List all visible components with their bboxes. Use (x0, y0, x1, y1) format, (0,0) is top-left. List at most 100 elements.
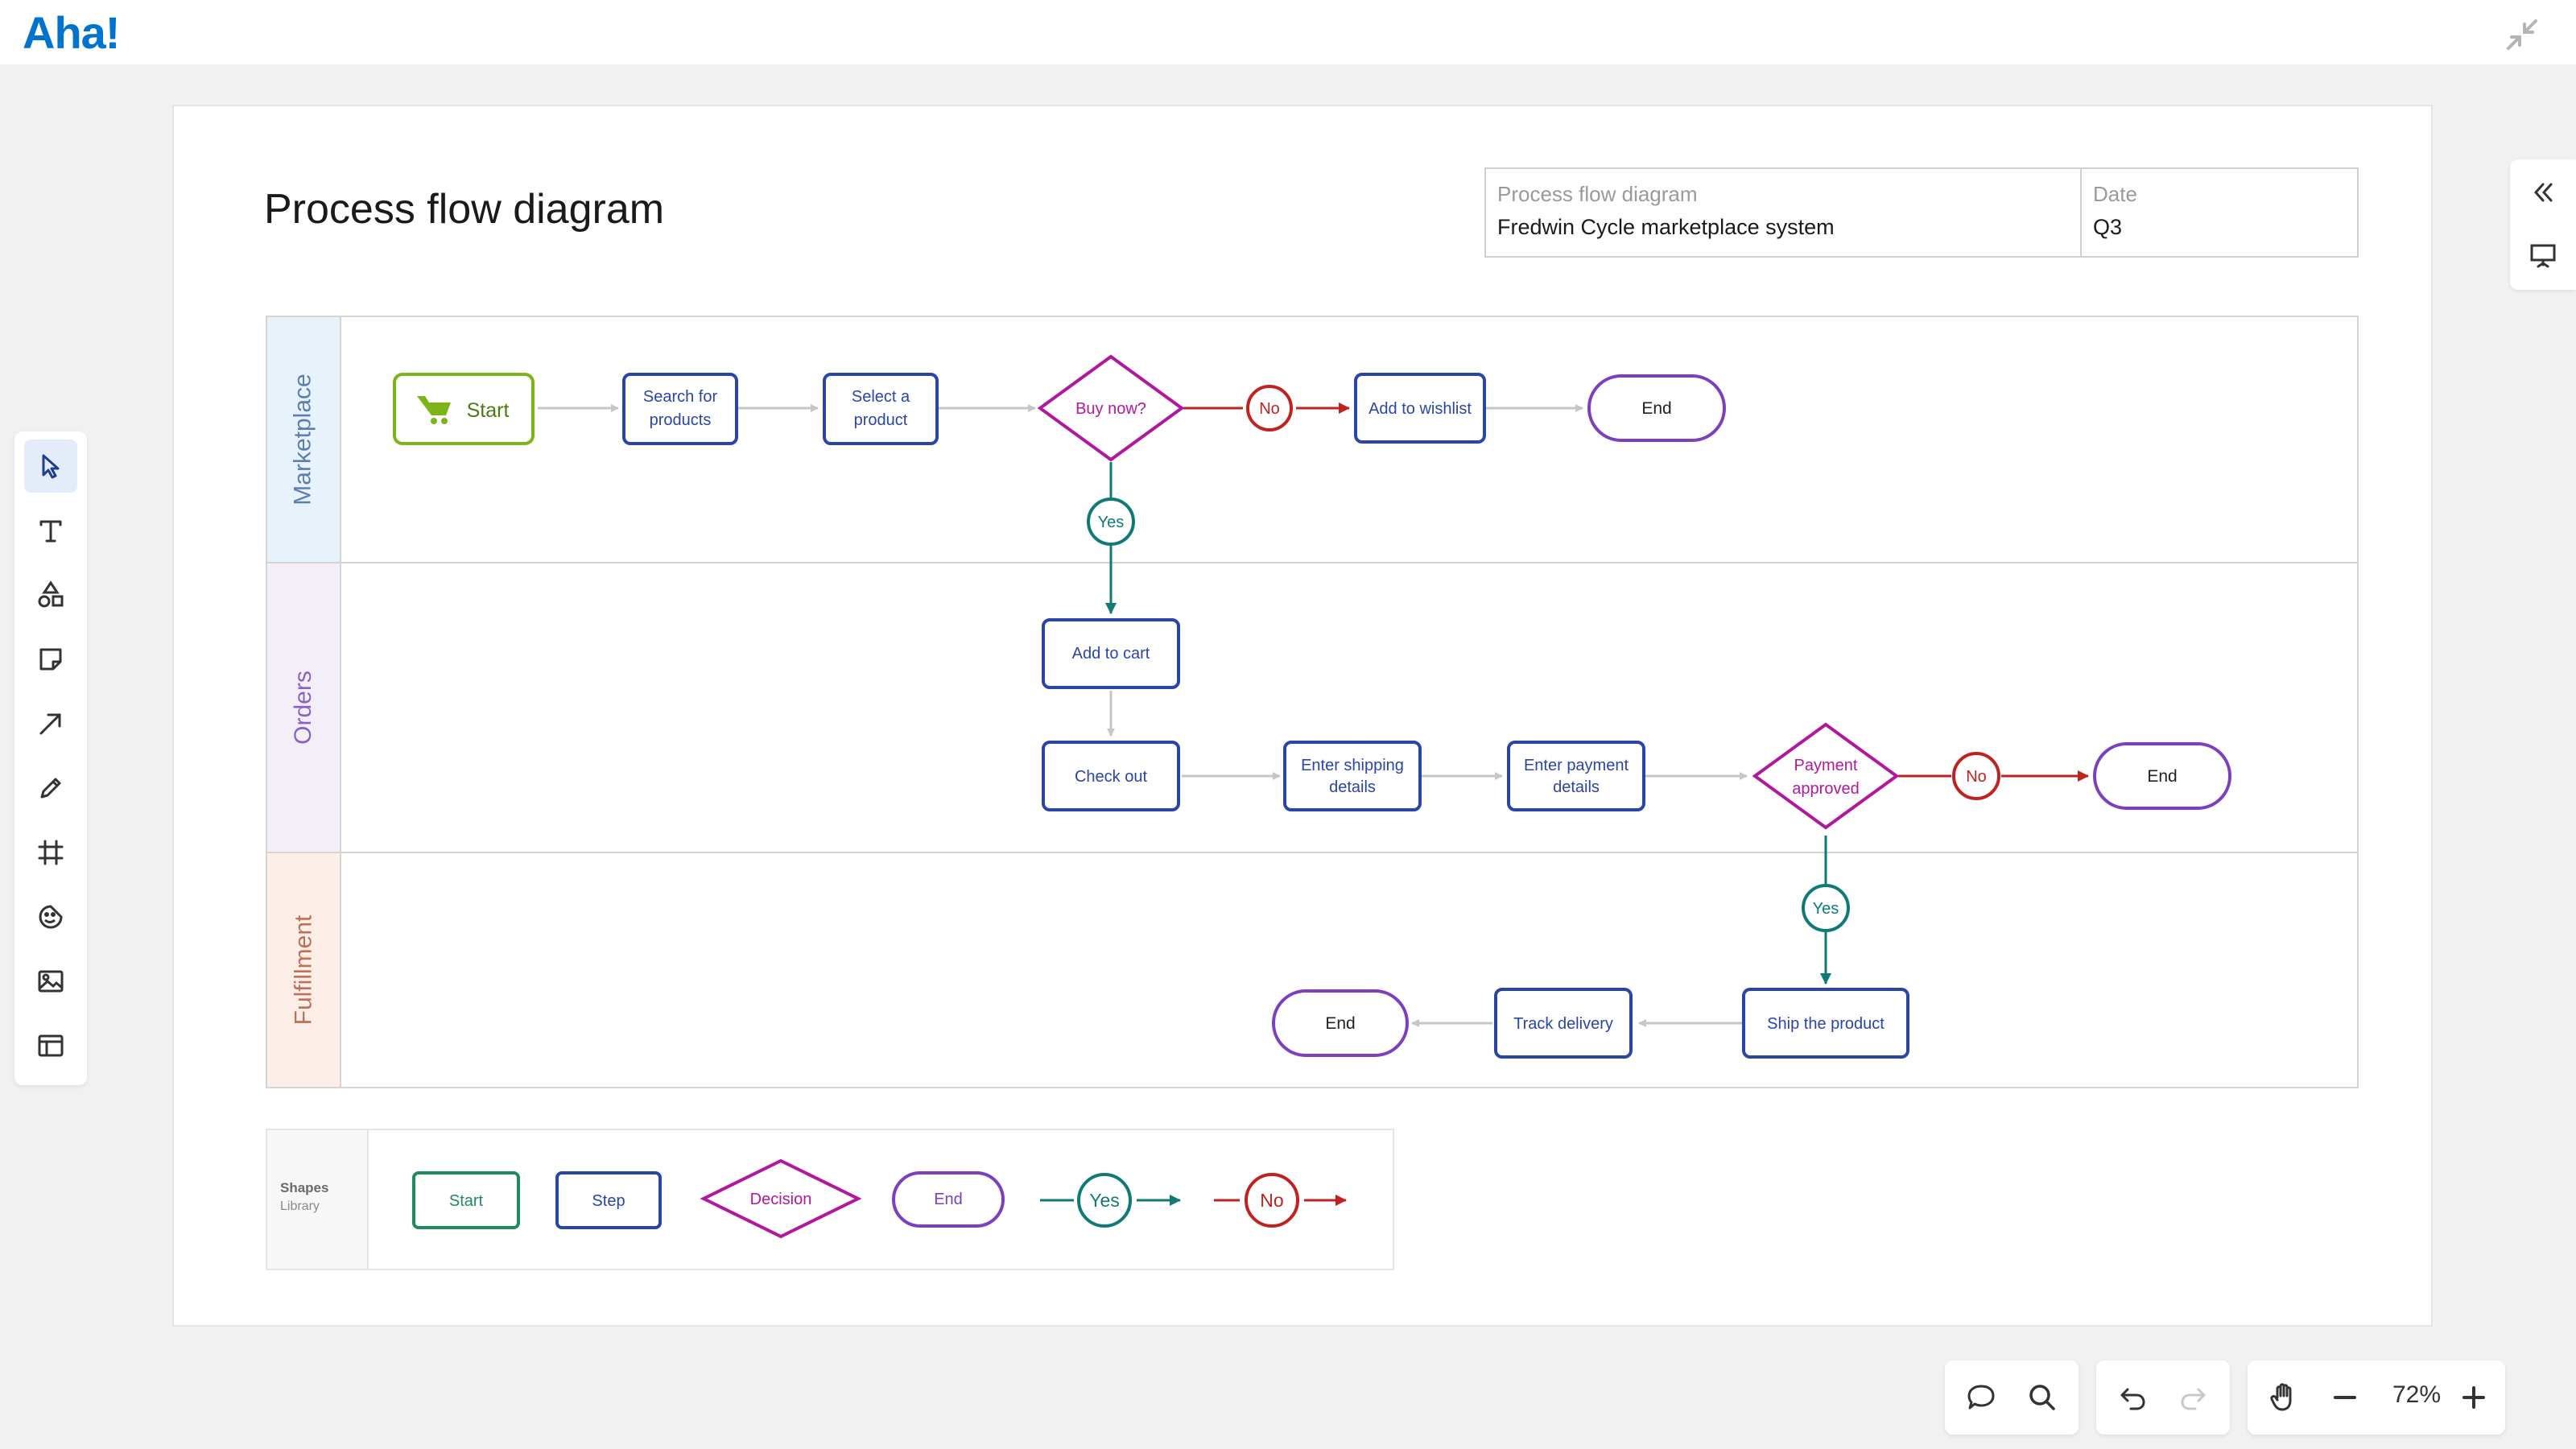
template-icon (38, 1034, 64, 1057)
redo-button[interactable] (2174, 1377, 2214, 1418)
shape-label: Decision (750, 1191, 812, 1208)
node-label: approved (1792, 780, 1859, 798)
sticker-tool[interactable] (24, 890, 77, 943)
undo-button[interactable] (2112, 1377, 2153, 1418)
step-ship-the-product[interactable]: Ship the product (1742, 988, 1909, 1059)
step-enter-payment-details[interactable]: Enter payment details (1507, 741, 1645, 811)
step-check-out[interactable]: Check out (1042, 741, 1180, 811)
node-label: Yes (1813, 900, 1839, 918)
zoom-level[interactable]: 72% (2392, 1381, 2442, 1408)
zoom-controls: 72% (2248, 1360, 2505, 1435)
node-label: Enter payment (1524, 757, 1629, 774)
node-label: product (854, 411, 908, 429)
diagram-value: Fredwin Cycle marketplace system (1497, 215, 1835, 239)
step-add-to-wishlist[interactable]: Add to wishlist (1354, 373, 1486, 444)
library-step-shape[interactable]: Step (555, 1171, 662, 1229)
frame-icon (38, 840, 64, 865)
lane-marketplace: Marketplace (267, 317, 2357, 564)
shape-label: End (934, 1191, 963, 1208)
node-label: Start (467, 399, 510, 422)
exit-fullscreen-icon[interactable] (2502, 14, 2542, 55)
node-label: Ship the product (1767, 1015, 1885, 1033)
decision-buy-now[interactable]: Buy now? (1037, 354, 1185, 462)
pen-tool[interactable] (24, 762, 77, 815)
text-tool[interactable] (24, 504, 77, 557)
end-node[interactable]: End (1587, 374, 1726, 442)
shape-label: No (1260, 1190, 1283, 1211)
no-label[interactable]: No (1246, 385, 1293, 431)
page-title[interactable]: Process flow diagram (264, 186, 665, 233)
node-label: End (1641, 399, 1671, 418)
library-end-shape[interactable]: End (892, 1171, 1005, 1228)
lane-fulfillment: Fulfillment (267, 853, 2357, 1087)
sticky-note-tool[interactable] (24, 633, 77, 686)
node-label: No (1259, 400, 1280, 418)
lane-orders: Orders (267, 564, 2357, 853)
hand-icon (2270, 1383, 2292, 1411)
pen-icon (40, 778, 61, 799)
frame-tool[interactable] (24, 826, 77, 879)
library-start-shape[interactable]: Start (412, 1171, 520, 1229)
step-select-product[interactable]: Select a product (823, 373, 939, 445)
right-panel (2510, 159, 2576, 290)
search-button[interactable] (2022, 1377, 2062, 1418)
node-label: Add to wishlist (1368, 400, 1472, 418)
pan-button[interactable] (2264, 1377, 2304, 1418)
decision-payment-approved[interactable]: Payment approved (1752, 722, 1900, 830)
zoom-out-button[interactable] (2325, 1377, 2365, 1418)
select-icon (42, 454, 60, 479)
presentation-icon (2530, 244, 2556, 268)
node-label: products (650, 411, 712, 429)
redo-icon (2181, 1388, 2206, 1410)
zoom-in-button[interactable] (2454, 1377, 2494, 1418)
image-tool[interactable] (24, 955, 77, 1008)
arrow-icon (39, 713, 61, 735)
start-node[interactable]: Start (393, 373, 535, 445)
no-label[interactable]: No (1952, 752, 2000, 800)
node-label: details (1329, 778, 1376, 796)
end-node[interactable]: End (2093, 742, 2231, 810)
node-label: Enter shipping (1301, 757, 1404, 774)
shapes-tool[interactable] (24, 568, 77, 621)
swimlane-diagram[interactable]: Marketplace Orders Fulfillment (266, 316, 2359, 1088)
info-table[interactable]: Process flow diagram Fredwin Cycle marke… (1484, 167, 2359, 258)
library-decision-shape[interactable]: Decision (700, 1158, 862, 1239)
arrow-tool[interactable] (24, 697, 77, 750)
shape-label: Start (449, 1192, 484, 1210)
library-yes-connector[interactable]: Yes (1040, 1173, 1181, 1228)
date-cell: Date Q3 (2082, 169, 2357, 256)
present-button[interactable] (2523, 235, 2563, 275)
expand-panel-button[interactable] (2523, 172, 2563, 213)
end-node[interactable]: End (1272, 989, 1409, 1057)
template-tool[interactable] (24, 1019, 77, 1072)
lane-header-orders[interactable]: Orders (267, 564, 341, 852)
shopping-cart-icon (417, 396, 451, 424)
node-label: Select a (852, 388, 910, 406)
yes-label[interactable]: Yes (1087, 497, 1135, 546)
step-enter-shipping-details[interactable]: Enter shipping details (1283, 741, 1422, 811)
aha-logo[interactable]: Aha! (23, 7, 120, 58)
step-search-products[interactable]: Search for products (622, 373, 738, 445)
select-tool[interactable] (24, 440, 77, 493)
lane-header-marketplace[interactable]: Marketplace (267, 317, 341, 562)
comment-search-controls (1945, 1360, 2079, 1435)
library-header: Shapes Library (267, 1130, 369, 1269)
yes-label[interactable]: Yes (1802, 884, 1850, 932)
lane-header-fulfillment[interactable]: Fulfillment (267, 853, 341, 1087)
shapes-library[interactable]: Shapes Library (266, 1129, 1394, 1270)
node-label: End (2147, 767, 2177, 786)
library-no-connector[interactable]: No (1214, 1173, 1347, 1228)
history-controls (2096, 1360, 2230, 1435)
plus-icon (2462, 1386, 2485, 1409)
library-title: Shapes (280, 1180, 329, 1195)
undo-icon (2120, 1388, 2145, 1410)
double-chevron-left-icon (2533, 183, 2553, 202)
node-label: Add to cart (1072, 645, 1150, 663)
shape-label: Yes (1089, 1190, 1120, 1211)
image-icon (38, 970, 64, 993)
step-track-delivery[interactable]: Track delivery (1494, 988, 1633, 1059)
whiteboard-canvas[interactable] (174, 106, 2431, 1325)
step-add-to-cart[interactable]: Add to cart (1042, 618, 1180, 689)
comment-button[interactable] (1961, 1377, 2001, 1418)
